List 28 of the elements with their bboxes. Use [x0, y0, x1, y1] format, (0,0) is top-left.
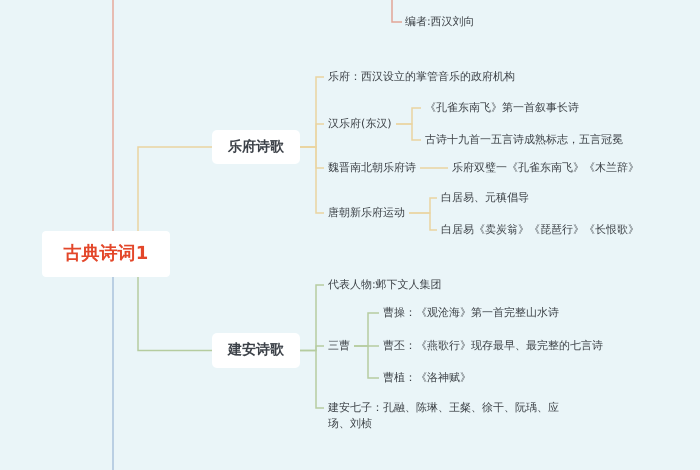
node-text: 乐府：西汉设立的掌管音乐的政府机构 [328, 69, 515, 85]
connector-line [391, 0, 402, 23]
node-text: 编者:西汉刘向 [405, 14, 475, 30]
node-text: 白居易、元稹倡导 [441, 190, 529, 206]
topic-box: 乐府诗歌 [212, 130, 300, 164]
connector-line [137, 146, 212, 231]
node-text: 古诗十九首一五言诗成熟标志，五言冠冕 [425, 132, 623, 148]
node-text: 曹植：《洛神赋》 [383, 370, 471, 386]
connector-line [354, 345, 379, 379]
connector-line [300, 350, 324, 409]
node-text: 建安七子：孔融、陈琳、王粲、徐干、阮瑀、应玚、刘桢 [328, 400, 580, 432]
node-text: 曹操：《观沧海》第一首完整山水诗 [383, 305, 559, 321]
connector-line [300, 146, 324, 214]
node-text: 乐府双璧一《孔雀东南飞》《木兰辞》 [452, 160, 639, 176]
connector-line [396, 123, 421, 141]
node-text: 《孔雀东南飞》第一首叙事长诗 [425, 100, 579, 116]
node-text: 白居易《卖炭翁》《琵琶行》《长恨歌》 [441, 222, 639, 238]
central-topic-box: 古典诗词1 [42, 231, 170, 277]
node-text: 汉乐府(东汉) [328, 116, 392, 132]
connector-line [409, 212, 437, 231]
topic-box: 建安诗歌 [212, 333, 300, 368]
connector-line [420, 167, 448, 169]
node-text: 曹丕：《燕歌行》现存最早、最完整的七言诗 [383, 338, 603, 354]
node-text: 三曹 [328, 338, 350, 354]
node-text: 代表人物:邺下文人集团 [328, 277, 442, 293]
connector-line [137, 277, 212, 352]
node-text: 唐朝新乐府运动 [328, 205, 405, 221]
node-text: 魏晋南北朝乐府诗 [328, 160, 416, 176]
